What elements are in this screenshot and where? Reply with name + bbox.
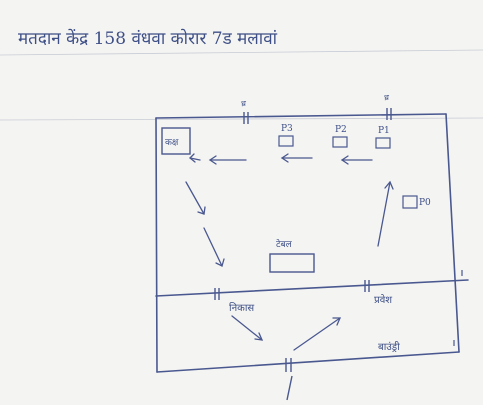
flow-arrows [185,153,394,351]
officer-p3-label: P3 [281,124,293,134]
officer-p1-label: P1 [378,126,390,136]
door-labels-top: ध्र ध्र [241,93,390,108]
booth-box-label: कक्ष [165,138,179,148]
entrance-bottom [285,358,293,401]
officer-p0-label: P0 [419,198,431,208]
boundary-label: बाउंड्री [378,341,400,353]
building-outline [155,113,469,373]
title-text: मतदान केंद्र 158 वंधवा कोरार 7ड मलावां [18,28,278,49]
booth-box [161,127,191,155]
officer-p0-desk [402,195,418,209]
door-marks-top [243,108,392,124]
door-marks-middle [214,280,370,300]
entry-label: प्रवेश [374,294,392,306]
center-table-label: टेबल [276,238,293,250]
svg-text:ध्र: ध्र [384,93,390,102]
svg-text:ध्र: ध्र [241,99,247,108]
exit-label: निकास [229,302,254,314]
center-table [269,253,315,273]
edge-marks [453,270,463,346]
officer-p2-label: P2 [335,125,347,135]
officer-desks [278,135,391,149]
ruled-lines [0,49,483,121]
